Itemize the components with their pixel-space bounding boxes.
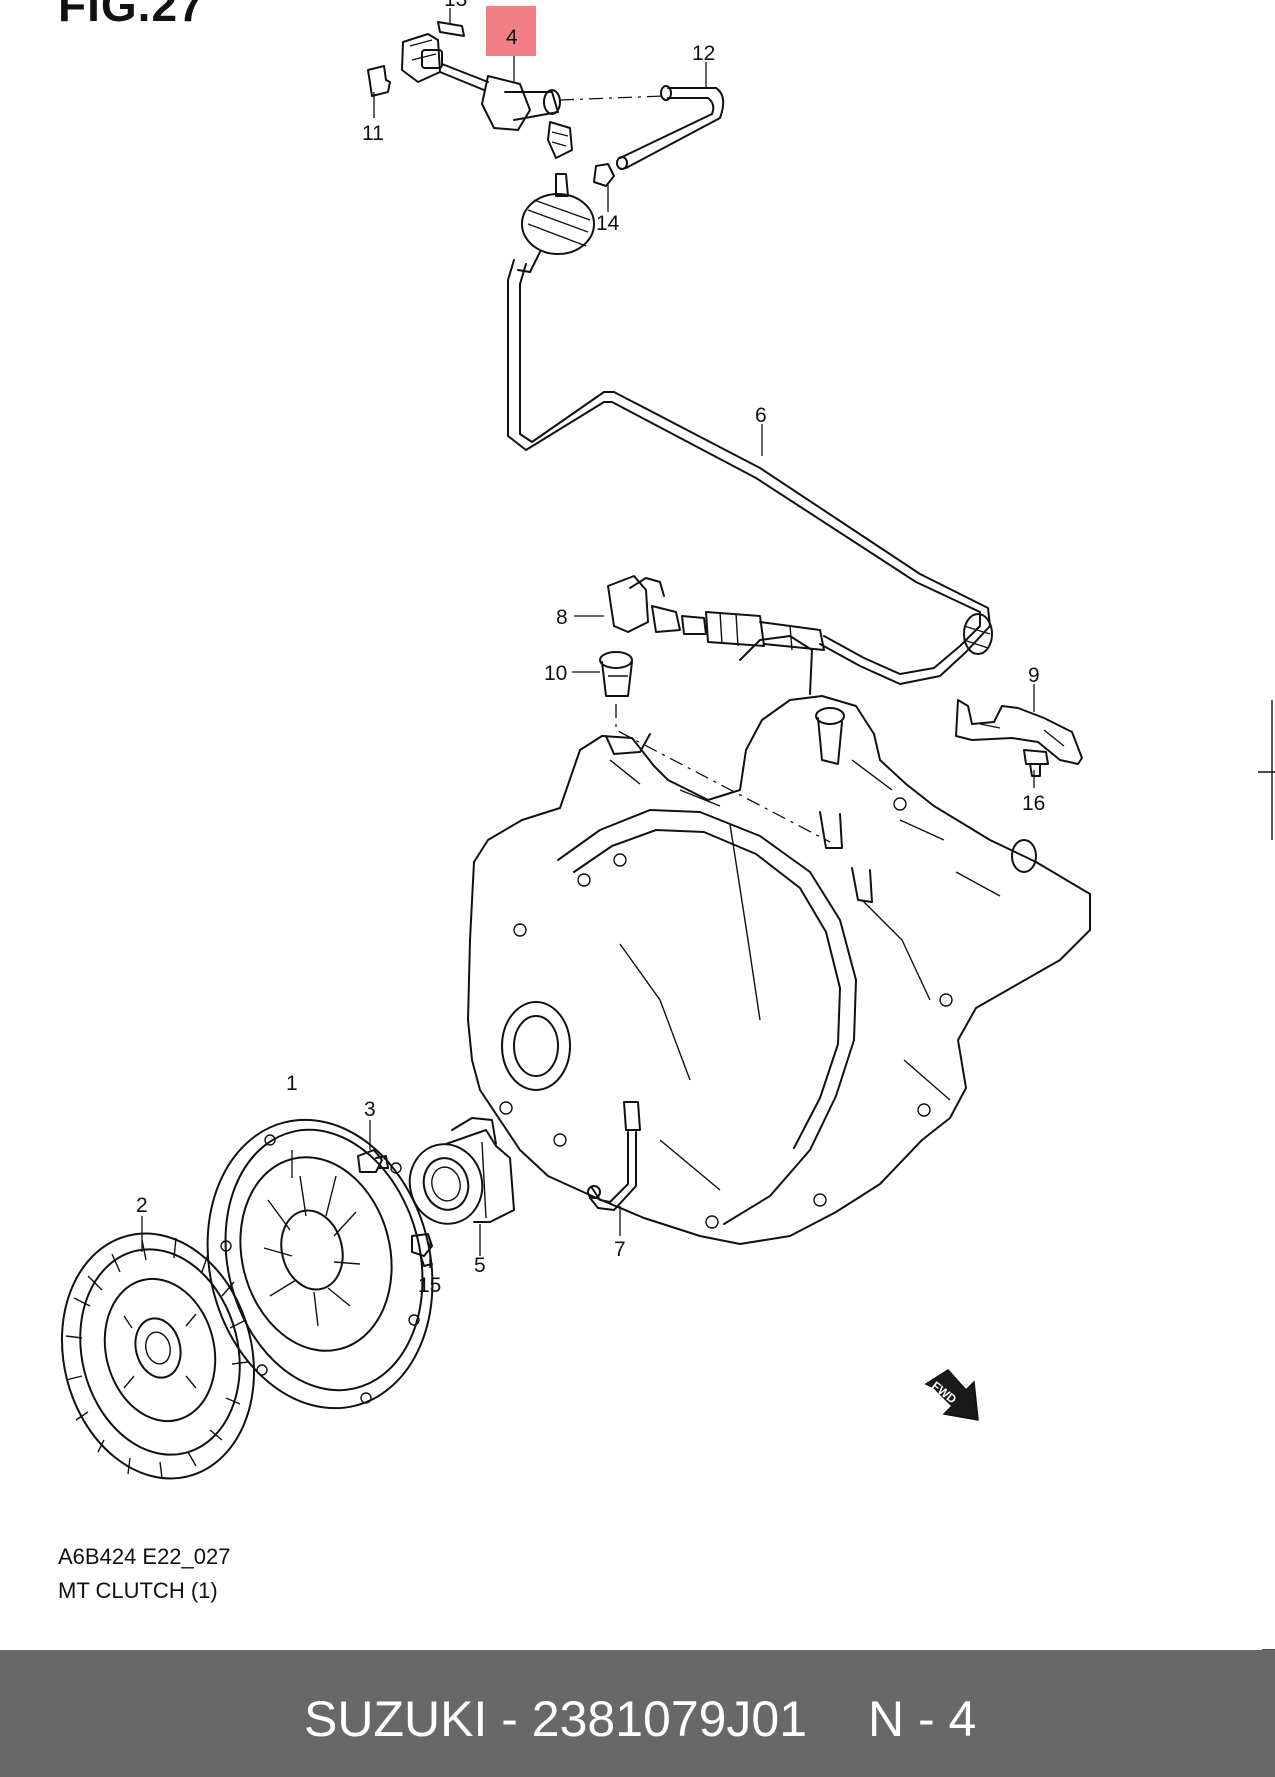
callout-4[interactable]: 4 bbox=[506, 26, 518, 49]
callout-5[interactable]: 5 bbox=[474, 1254, 486, 1277]
callout-10[interactable]: 10 bbox=[544, 662, 567, 685]
fwd-arrow: FWD bbox=[924, 1369, 979, 1421]
reservoir-hose bbox=[616, 85, 725, 170]
figure-caption: MT CLUTCH (1) bbox=[58, 1578, 218, 1603]
bracket-bolt bbox=[1023, 749, 1049, 777]
master-cylinder bbox=[401, 33, 573, 159]
release-bearing bbox=[408, 1117, 515, 1225]
callout-9[interactable]: 9 bbox=[1028, 664, 1040, 687]
clutch-cover bbox=[206, 1118, 434, 1410]
footer-bar bbox=[0, 1650, 1275, 1777]
bearing-bolt bbox=[411, 1233, 433, 1267]
clutch-disc bbox=[60, 1232, 256, 1480]
callout-2[interactable]: 2 bbox=[136, 1194, 148, 1217]
callout-8[interactable]: 8 bbox=[556, 606, 568, 629]
pipe-damper bbox=[517, 173, 595, 273]
highlight-box bbox=[486, 6, 536, 56]
cover-bolt bbox=[357, 1149, 389, 1173]
footer-reference: N - 4 bbox=[868, 1691, 977, 1747]
callout-7[interactable]: 7 bbox=[614, 1238, 626, 1261]
figure-title: FIG.27 bbox=[58, 0, 205, 31]
bearing-pipe bbox=[587, 1101, 641, 1211]
transaxle-housing bbox=[467, 635, 1091, 1245]
clevis-pin bbox=[367, 65, 391, 97]
callout-labels: 1 2 3 4 5 6 7 8 9 10 11 12 13 14 15 16 bbox=[136, 0, 1045, 1297]
figure-code: A6B424 E22_027 bbox=[58, 1544, 231, 1569]
connector-hose bbox=[607, 575, 825, 651]
leader-lines bbox=[141, 8, 1035, 1268]
dust-boot bbox=[599, 651, 633, 697]
callout-11[interactable]: 11 bbox=[362, 122, 384, 145]
clip bbox=[437, 21, 465, 37]
callout-13[interactable]: 13 bbox=[444, 0, 467, 11]
boot-center-line bbox=[615, 704, 831, 843]
hose-center-line bbox=[559, 95, 665, 101]
mounting-bracket bbox=[955, 699, 1083, 765]
callout-6[interactable]: 6 bbox=[755, 404, 767, 427]
callout-15[interactable]: 15 bbox=[418, 1274, 441, 1297]
callout-14[interactable]: 14 bbox=[596, 212, 620, 235]
hose-clamp bbox=[593, 163, 615, 187]
callout-16[interactable]: 16 bbox=[1022, 792, 1045, 815]
edge-marks bbox=[1258, 700, 1275, 1651]
callout-1[interactable]: 1 bbox=[286, 1072, 298, 1095]
callout-12[interactable]: 12 bbox=[692, 42, 715, 65]
clutch-pipe bbox=[507, 259, 993, 685]
footer-part-number: SUZUKI - 2381079J01 bbox=[304, 1691, 808, 1747]
callout-3[interactable]: 3 bbox=[364, 1098, 376, 1121]
